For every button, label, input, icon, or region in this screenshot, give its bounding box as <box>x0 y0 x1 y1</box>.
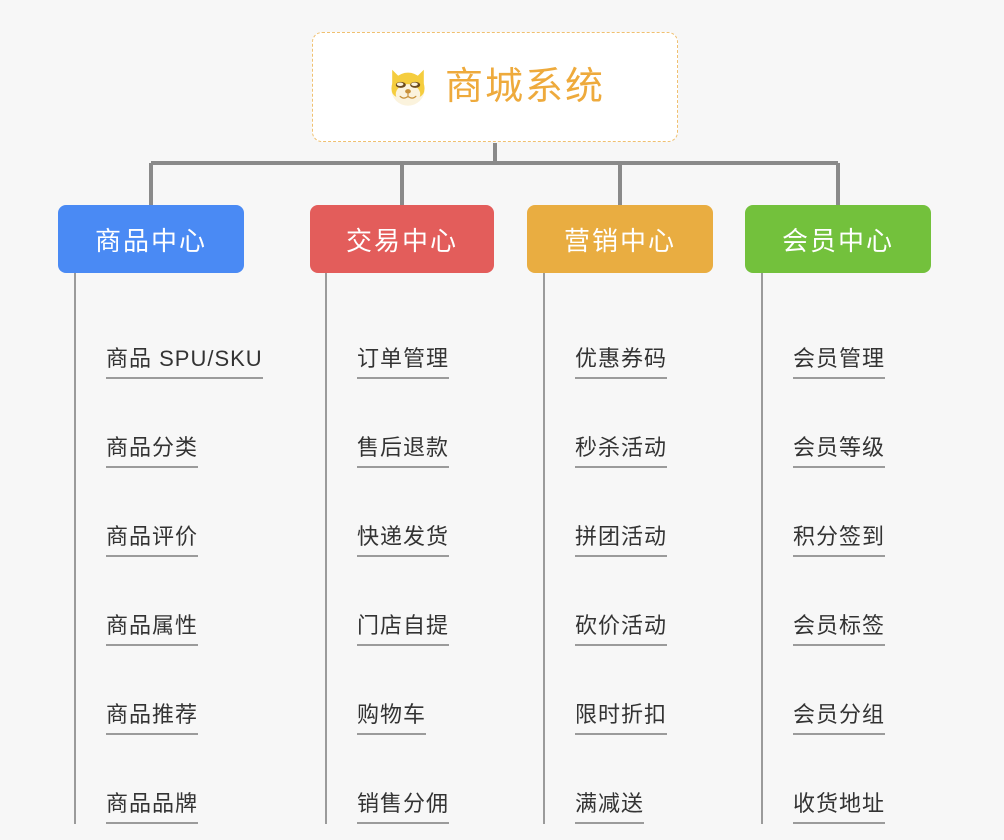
leaf-column-3: 会员管理 会员等级 积分签到 会员标签 会员分组 收货地址 <box>761 290 971 824</box>
leaf-item[interactable]: 售后退款 <box>325 379 535 468</box>
shiba-dog-face-icon <box>391 69 425 106</box>
leaf-label: 会员管理 <box>793 341 886 379</box>
leaf-item[interactable]: 限时折扣 <box>543 646 753 735</box>
leaf-label: 商品评价 <box>106 519 199 557</box>
leaf-label: 满减送 <box>575 786 645 824</box>
leaf-column-1: 订单管理 售后退款 快递发货 门店自提 购物车 销售分佣 <box>325 290 535 824</box>
leaf-item[interactable]: 砍价活动 <box>543 557 753 646</box>
leaf-column-0: 商品 SPU/SKU 商品分类 商品评价 商品属性 商品推荐 商品品牌 <box>74 290 284 824</box>
leaf-item[interactable]: 门店自提 <box>325 557 535 646</box>
leaf-label: 限时折扣 <box>575 697 668 735</box>
leaf-label: 购物车 <box>357 697 427 735</box>
category-node-0[interactable]: 商品中心 <box>58 205 244 273</box>
leaf-label: 快递发货 <box>357 519 450 557</box>
leaf-label: 商品 SPU/SKU <box>106 341 263 379</box>
leaf-item[interactable]: 购物车 <box>325 646 535 735</box>
root-title: 商城系统 <box>444 66 605 108</box>
leaf-item[interactable]: 会员管理 <box>761 290 971 379</box>
category-label-0: 商品中心 <box>94 225 207 256</box>
leaf-label: 优惠券码 <box>575 341 668 379</box>
leaf-label: 秒杀活动 <box>575 430 668 468</box>
category-label-1: 交易中心 <box>345 225 458 256</box>
category-label-2: 营销中心 <box>563 225 676 256</box>
leaf-label: 会员等级 <box>793 430 886 468</box>
leaf-item[interactable]: 优惠券码 <box>543 290 753 379</box>
leaf-label: 拼团活动 <box>575 519 668 557</box>
leaf-item[interactable]: 会员标签 <box>761 557 971 646</box>
category-node-1[interactable]: 交易中心 <box>310 205 494 273</box>
leaf-label: 订单管理 <box>357 341 450 379</box>
leaf-item[interactable]: 秒杀活动 <box>543 379 753 468</box>
leaf-label: 砍价活动 <box>575 608 668 646</box>
leaf-item[interactable]: 商品属性 <box>74 557 284 646</box>
leaf-item[interactable]: 商品品牌 <box>74 735 284 824</box>
leaf-item[interactable]: 会员分组 <box>761 646 971 735</box>
leaf-label: 商品属性 <box>106 608 199 646</box>
category-node-2[interactable]: 营销中心 <box>527 205 713 273</box>
leaf-item[interactable]: 满减送 <box>543 735 753 824</box>
leaf-label: 会员分组 <box>793 697 886 735</box>
leaf-item[interactable]: 销售分佣 <box>325 735 535 824</box>
leaf-item[interactable]: 商品分类 <box>74 379 284 468</box>
leaf-item[interactable]: 会员等级 <box>761 379 971 468</box>
category-label-3: 会员中心 <box>781 225 894 256</box>
leaf-item[interactable]: 积分签到 <box>761 468 971 557</box>
leaf-item[interactable]: 拼团活动 <box>543 468 753 557</box>
category-node-3[interactable]: 会员中心 <box>745 205 931 273</box>
leaf-label: 会员标签 <box>793 608 886 646</box>
leaf-item[interactable]: 收货地址 <box>761 735 971 824</box>
leaf-item[interactable]: 商品 SPU/SKU <box>74 290 284 379</box>
leaf-item[interactable]: 快递发货 <box>325 468 535 557</box>
leaf-item[interactable]: 商品推荐 <box>74 646 284 735</box>
leaf-label: 积分签到 <box>793 519 886 557</box>
leaf-item[interactable]: 商品评价 <box>74 468 284 557</box>
root-node[interactable]: 商城系统 <box>312 32 678 142</box>
leaf-label: 商品推荐 <box>106 697 199 735</box>
leaf-column-2: 优惠券码 秒杀活动 拼团活动 砍价活动 限时折扣 满减送 <box>543 290 753 824</box>
leaf-label: 门店自提 <box>357 608 450 646</box>
leaf-label: 销售分佣 <box>357 786 450 824</box>
leaf-item[interactable]: 订单管理 <box>325 290 535 379</box>
leaf-label: 商品品牌 <box>106 786 199 824</box>
leaf-label: 收货地址 <box>793 786 886 824</box>
leaf-label: 售后退款 <box>357 430 450 468</box>
leaf-label: 商品分类 <box>106 430 199 468</box>
